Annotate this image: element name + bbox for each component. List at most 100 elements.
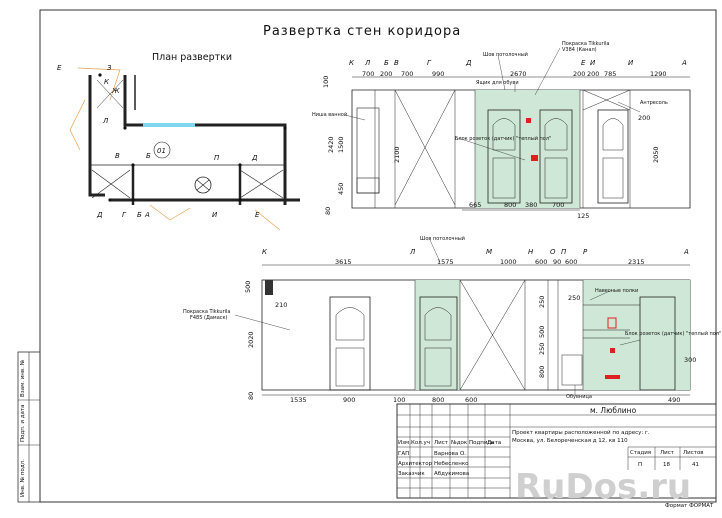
note: F485 (Дамаск) [190,315,228,321]
dim-label: 250 [568,294,580,302]
dim-label: 1000 [500,258,517,266]
outlet-marker [526,118,531,123]
dim-label: 200 [587,70,599,78]
dim-label: 665 [469,201,481,209]
axis-label: Н [528,248,534,256]
dim-label: 700 [362,70,374,78]
side-label: Инв. № подл. [20,459,26,497]
sheet-frame [39,9,717,503]
axis-label: И [590,59,596,67]
dim-label: 1575 [437,258,454,266]
dim-label: 100 [322,76,330,88]
plan-window [143,123,195,127]
note: Антресоль [640,100,668,106]
axis-label: Е [57,64,62,72]
dim-label: 900 [343,396,355,404]
note: Блок розеток (датчик) "теплый пол" [455,135,551,142]
dim-label: 380 [525,201,537,209]
axis-label: Г [427,59,432,67]
axis-label: Е [581,59,586,67]
dim-label: 125 [577,212,589,220]
stamp-role: Заказчик [398,471,425,477]
axis-label: И [212,211,218,219]
dim-label: 1535 [290,396,307,404]
axis-label: П [561,248,567,256]
axis-label: Р [583,248,588,256]
dim-label: 200 [380,70,392,78]
stamp-role: ГАП [398,451,409,457]
note: Шов потолочный [483,51,528,58]
axis-label: Д [96,211,103,219]
stamp-sheets-label: Листов [683,450,704,456]
note: Ниша ванной [312,111,347,118]
dim-label: 2020 [247,331,255,348]
dim-label: 785 [604,70,616,78]
dim-label: 80 [247,392,255,400]
axis-label: Д [465,59,472,67]
dim-label: 700 [401,70,413,78]
dim-label: 80 [324,207,332,215]
stamp-role: Архитектор [398,461,433,467]
dim-label: 1290 [650,70,667,78]
axis-label: И [628,59,634,67]
axis-label: З [107,64,112,72]
dim-label: 200 [638,114,650,122]
dim-label: 800 [504,201,516,209]
sheet-title: Развертка стен коридора [263,24,461,39]
dim-label: 2050 [652,146,660,163]
dim-label: 3615 [335,258,352,266]
dim-label: 210 [275,301,287,309]
stamp-project: Проект квартиры расположенной по адресу:… [512,429,650,444]
axis-label: Ж [111,87,120,95]
note: Обувница [566,394,592,400]
top-elevation [344,47,691,211]
dim-label: 2100 [393,146,401,163]
plan-title: План развертки [152,52,232,63]
dim-label: 1500 [337,136,345,153]
stamp-sheets: 41 [692,462,699,468]
dim-label: 600 [535,258,547,266]
stamp-header: Подпись [469,440,494,446]
stamp-sheet: 18 [663,462,670,468]
axis-label: Е [255,211,260,219]
axis-label: Л [409,248,416,256]
stamp-name: Абдукимова [434,471,469,477]
dim-label: 300 [684,356,696,364]
stamp-stage-label: Стадия [630,450,651,456]
side-label: Подп. и дата [20,405,26,442]
plan-axis-labels: Е З Ж К Л Б В Д Г Б А И П Д Е 01 [57,64,260,219]
dim-label: 600 [565,258,577,266]
axis-label: Д [251,154,258,162]
dim-label: 500 [538,326,546,338]
axis-label: А [683,248,689,256]
top-elevation-labels: К Л Б В Г Д Е И И А 700 200 700 990 2670… [312,41,687,220]
room-number: 01 [157,147,166,155]
dim-label: 250 [538,296,546,308]
axis-label: Б [384,59,389,67]
dim-label: 200 [573,70,585,78]
stamp-name: Варнова О. [434,451,466,457]
dim-label: 2420 [327,136,335,153]
stamp-header: Лист [434,440,449,446]
axis-label: К [349,59,355,67]
dim-label: 90 [553,258,561,266]
floor-plan [69,67,300,231]
axis-label: Б [146,152,151,160]
axis-label: Г [122,211,127,219]
axis-label: Л [364,59,371,67]
note: Шов потолочный [420,235,465,242]
note: Покраска Tikkurila [562,41,610,47]
dim-label: 490 [668,396,680,404]
stamp-city: м. Люблино [590,406,637,415]
stamp-header: Изм. [398,440,411,446]
note: V384 (Канал) [562,47,597,53]
dim-label: 800 [538,366,546,378]
axis-label: П [214,154,220,162]
note: Ящик для обуви [476,80,519,86]
stamp-stage: П [638,462,642,468]
dim-label: 600 [465,396,477,404]
axis-label: А [144,211,150,219]
dim-label: 800 [432,396,444,404]
axis-label: К [262,248,268,256]
